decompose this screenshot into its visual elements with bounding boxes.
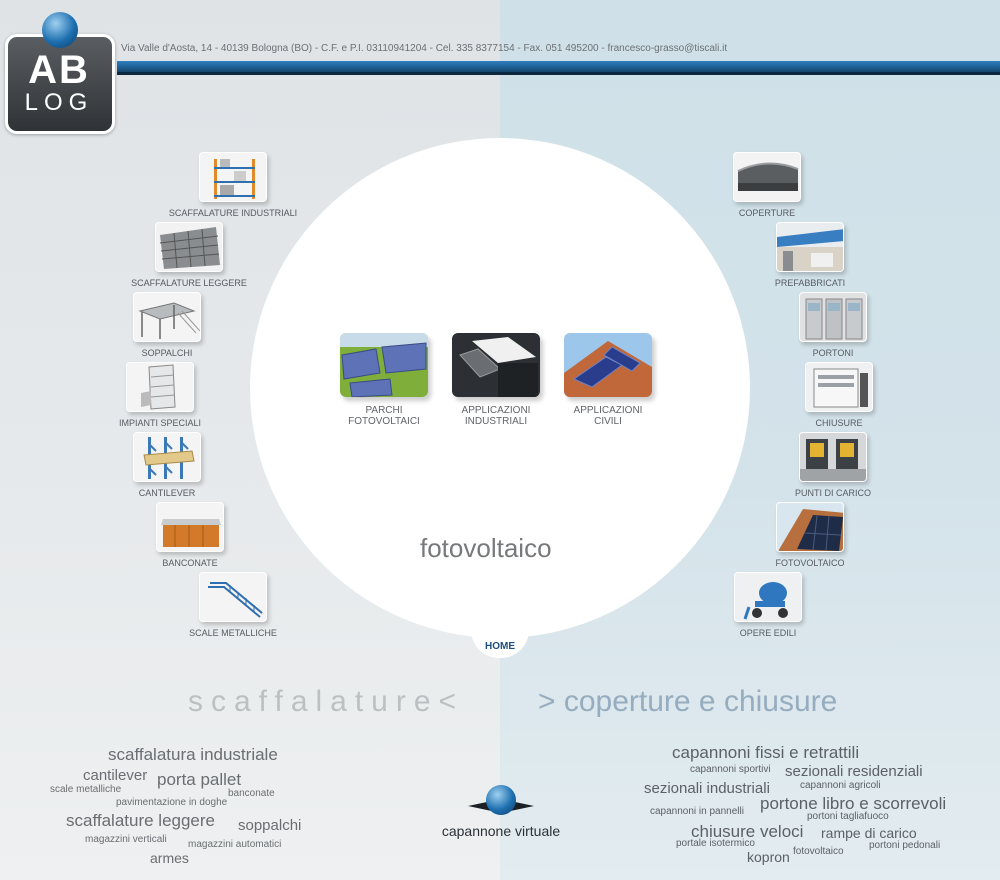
metal-stairs-icon [199,572,267,622]
category-scaffalature-leggere[interactable]: SCAFFALATURE LEGGERE [114,222,264,288]
tag-link[interactable]: sezionali residenziali [785,763,923,780]
tag-link[interactable]: magazzini verticali [85,834,167,845]
tag-link[interactable]: rampe di carico [821,825,917,841]
category-opere-edili[interactable]: OPERE EDILI [725,572,811,638]
category-cantilever[interactable]: CANTILEVER [120,432,214,498]
mezzanine-icon [133,292,201,342]
company-address: Via Valle d'Aosta, 14 - 40139 Bologna (B… [121,43,728,54]
tag-link[interactable]: scaffalatura industriale [108,745,278,764]
roofing-icon [733,152,801,202]
category-banconate[interactable]: BANCONATE [141,502,239,568]
tag-link[interactable]: capannoni in pannelli [650,806,744,817]
tag-link[interactable]: capannoni sportivi [690,764,771,775]
tag-link[interactable]: banconate [228,788,275,799]
tag-link[interactable]: scaffalature leggere [66,811,216,830]
tag-link[interactable]: capannoni fissi e retrattili [672,743,860,762]
doors-icon [799,292,867,342]
solar-roof-icon [776,502,844,552]
counter-icon [156,502,224,552]
cement-mixer-icon [734,572,802,622]
category-prefabbricati[interactable]: PREFABBRICATI [767,222,853,288]
category-impianti-speciali[interactable]: IMPIANTI SPECIALI [112,362,208,428]
special-system-icon [126,362,194,412]
page-title: fotovoltaico [420,533,552,563]
section-title-scaffalature[interactable]: scaffalature< [188,685,465,718]
shelving-icon [199,152,267,202]
category-scale-metalliche[interactable]: SCALE METALLICHE [178,572,288,638]
tag-link[interactable]: fotovoltaico [793,846,844,857]
tag-link[interactable]: capannoni agricoli [800,780,881,791]
tag-link[interactable]: cantilever [83,767,148,784]
category-portoni[interactable]: PORTONI [790,292,876,358]
tag-link[interactable]: pavimentazione in doghe [116,797,228,808]
industrial-roof-icon [452,333,540,397]
category-soppalchi[interactable]: SOPPALCHI [120,292,214,358]
tag-link[interactable]: magazzini automatici [188,839,282,850]
category-punti-di-carico[interactable]: PUNTI DI CARICO [780,432,886,498]
category-coperture[interactable]: COPERTURE [725,152,809,218]
light-shelving-icon [155,222,223,272]
tag-link[interactable]: sezionali industriali [644,780,770,797]
logo-sphere-icon [42,12,78,48]
header-bar [117,61,1000,75]
tag-link[interactable]: kopron [747,849,790,865]
tag-link[interactable]: portoni tagliafuoco [807,811,889,822]
tag-link[interactable]: portone libro e scorrevoli [760,794,947,813]
tag-link[interactable]: soppalchi [238,817,302,834]
category-chiusure[interactable]: CHIUSURE [796,362,882,428]
cantilever-icon [133,432,201,482]
loading-dock-icon [799,432,867,482]
section-title-coperture[interactable]: > coperture e chiusure [538,685,838,718]
virtual-warehouse-link[interactable]: capannone virtuale [435,785,567,839]
ablog-logo[interactable]: AB LOG [0,12,118,134]
tag-link[interactable]: portale isotermico [676,838,755,849]
tag-link[interactable]: chiusure veloci [691,822,804,841]
residential-solar-icon [564,333,652,397]
category-fotovoltaico[interactable]: FOTOVOLTAICO [767,502,853,568]
tag-link[interactable]: portoni pedonali [869,840,941,851]
tag-link[interactable]: scale metalliche [50,784,122,795]
tag-link[interactable]: porta pallet [157,770,242,789]
category-scaffalature-industriali[interactable]: SCAFFALATURE INDUSTRIALI [160,152,306,218]
tag-link[interactable]: armes [150,850,189,866]
sphere-icon [486,785,516,815]
solar-park-icon [340,333,428,397]
logo-text-top: AB [28,48,90,92]
closures-icon [805,362,873,412]
logo-text-bottom: LOG [24,89,94,116]
prefab-icon [776,222,844,272]
